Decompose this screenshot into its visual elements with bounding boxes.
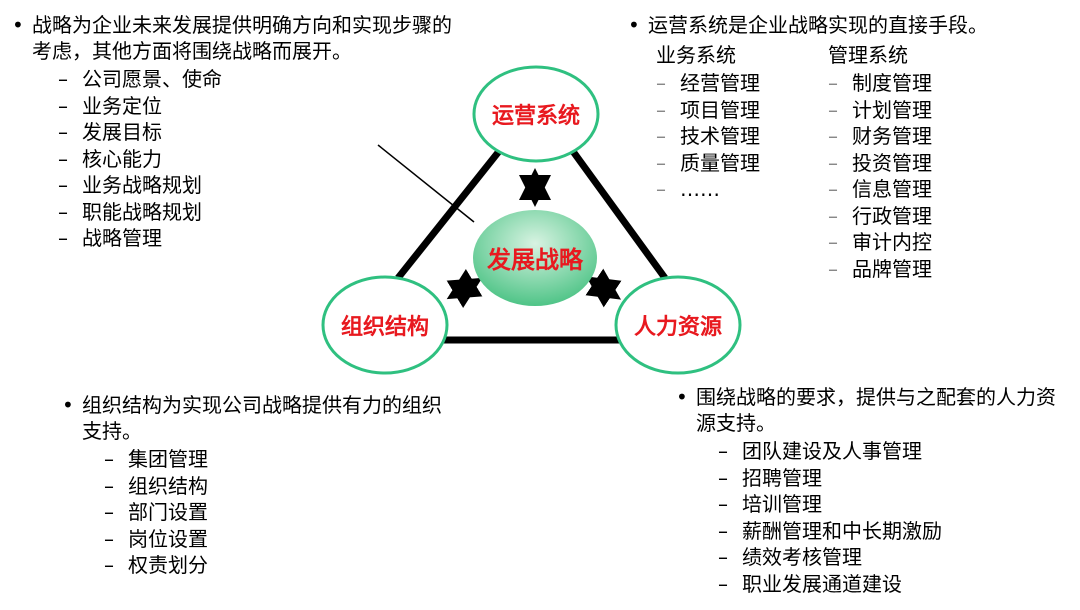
center-node [473,210,597,306]
list-item: –经营管理 [656,71,760,95]
arrow-left [446,268,483,309]
bullet: • [676,385,688,409]
business-title: 业务系统 [656,43,736,67]
list-item: –职能战略规划 [58,199,202,224]
operations-note: • 运营系统是企业战略实现的直接手段。 业务系统 –经营管理 –项目管理 –技术… [628,12,1068,282]
arrow-right [585,268,622,308]
list-item: –…… [656,177,720,201]
list-item: –技术管理 [656,124,760,148]
organization-label: 组织结构 [341,314,429,340]
list-item: –薪酬管理和中长期激励 [718,518,942,543]
list-item: –质量管理 [656,150,760,175]
list-item: –团队建设及人事管理 [718,439,922,463]
list-item: –培训管理 [718,492,822,516]
operations-note-text: 运营系统是企业战略实现的直接手段。 [648,13,988,37]
strategy-note-text: 战略为企业未来发展提供明确方向和实现步骤的考虑，其他方面将围绕战略而展开。 [32,13,452,63]
strategy-note: • 战略为企业未来发展提供明确方向和实现步骤的考虑，其他方面将围绕战略而展开。 … [12,12,452,252]
organization-list: –集团管理 –组织结构 –部门设置 –岗位设置 –权责划分 [104,446,452,579]
hr-note-text: 围绕战略的要求，提供与之配套的人力资源支持。 [696,385,1056,435]
business-list: –经营管理 –项目管理 –技术管理 –质量管理 –…… [656,70,828,203]
hr-node [614,275,742,375]
list-item: –岗位设置 [104,526,208,551]
strategy-list: –公司愿景、使命 –业务定位 –发展目标 –核心能力 –业务战略规划 –职能战略… [58,66,452,252]
hr-note: • 围绕战略的要求，提供与之配套的人力资源支持。 –团队建设及人事管理 –招聘管… [676,384,1068,597]
management-title: 管理系统 [828,43,908,67]
bullet: • [628,13,640,37]
organization-node [321,275,449,375]
hr-label: 人力资源 [634,315,722,340]
list-item: –集团管理 [104,447,208,471]
bullet: • [12,13,24,37]
hr-list: –团队建设及人事管理 –招聘管理 –培训管理 –薪酬管理和中长期激励 –绩效考核… [718,438,1068,597]
list-item: –品牌管理 [828,256,932,281]
list-item: –公司愿景、使命 [58,67,222,91]
operations-node [472,65,600,163]
center-label: 发展战略 [486,246,584,274]
edge-top-left [395,147,503,281]
list-item: –组织结构 [104,473,208,498]
operations-label: 运营系统 [492,103,580,129]
management-list: –制度管理 –计划管理 –财务管理 –投资管理 –信息管理 –行政管理 –审计内… [828,70,1028,282]
list-item: –绩效考核管理 [718,545,862,569]
list-item: –信息管理 [828,177,932,201]
operations-columns: 业务系统 –经营管理 –项目管理 –技术管理 –质量管理 –…… 管理系统 –制… [656,42,1068,282]
list-item: –权责划分 [104,553,208,577]
list-item: –项目管理 [656,97,760,122]
bullet: • [62,393,74,417]
business-column: 业务系统 –经营管理 –项目管理 –技术管理 –质量管理 –…… [656,42,828,282]
list-item: –审计内控 [828,230,932,254]
list-item: –招聘管理 [718,465,822,490]
list-item: –行政管理 [828,203,932,228]
list-item: –投资管理 [828,150,932,175]
pointer-line [377,144,475,223]
list-item: –计划管理 [828,97,932,122]
edge-top-right [569,147,668,281]
list-item: –财务管理 [828,124,932,148]
list-item: –职业发展通道建设 [718,571,902,596]
list-item: –业务定位 [58,93,162,118]
list-item: –部门设置 [104,500,208,524]
organization-note-text: 组织结构为实现公司战略提供有力的组织支持。 [82,393,442,443]
list-item: –制度管理 [828,71,932,95]
list-item: –发展目标 [58,120,162,144]
management-column: 管理系统 –制度管理 –计划管理 –财务管理 –投资管理 –信息管理 –行政管理… [828,42,1028,282]
list-item: –业务战略规划 [58,173,202,197]
list-item: –核心能力 [58,146,162,171]
organization-note: • 组织结构为实现公司战略提供有力的组织支持。 –集团管理 –组织结构 –部门设… [62,392,452,579]
list-item: –战略管理 [58,226,162,250]
